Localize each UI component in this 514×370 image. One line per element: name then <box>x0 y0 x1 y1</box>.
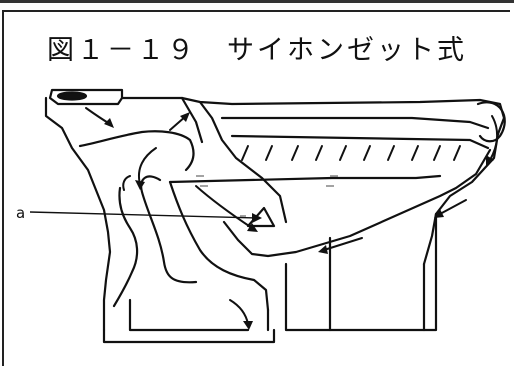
arrowhead-4 <box>247 223 258 232</box>
trapway-inner-left <box>140 175 198 284</box>
jet-passage-inner <box>112 186 139 308</box>
flow-arrow-5 <box>229 299 249 325</box>
rim-jet-3 <box>291 145 299 161</box>
partition-wall-1 <box>180 96 204 144</box>
rim-jet-8 <box>411 145 419 161</box>
water-surface <box>168 174 442 184</box>
flow-arrow-4 <box>195 185 253 229</box>
flow-arrow-3 <box>138 147 157 185</box>
arrowhead-1 <box>104 118 114 128</box>
label-a-arrowhead <box>252 213 262 223</box>
base-left <box>102 328 276 344</box>
arrowhead-3 <box>135 180 145 190</box>
rim-jet-5 <box>339 145 347 161</box>
base-inner <box>128 298 250 332</box>
trapway-inner-right <box>168 180 270 312</box>
arrowhead-6 <box>318 245 328 254</box>
outer-body-left <box>44 96 112 332</box>
partition-wall-2 <box>198 100 288 224</box>
bowl-rim-top <box>120 96 506 136</box>
base-right <box>422 212 438 332</box>
rim-channel-right <box>476 101 506 143</box>
arrowhead-7 <box>434 209 444 218</box>
bowl-rim-lower <box>230 134 490 150</box>
arrowhead-2 <box>180 112 190 122</box>
arrowhead-5 <box>243 321 253 330</box>
arrowhead-8 <box>486 155 494 166</box>
label-a: a <box>16 204 26 222</box>
rim-jet-4 <box>315 145 323 161</box>
base-right-pedestal <box>284 236 332 332</box>
tank-handle-icon <box>56 91 88 101</box>
jet-passage-outer <box>78 130 195 172</box>
rim-jet-strokes <box>241 145 461 161</box>
flow-arrow-8 <box>489 115 498 161</box>
rim-jet-2 <box>265 145 273 161</box>
bowl-rim-inner <box>220 116 490 130</box>
label-a-leader <box>29 211 257 219</box>
rim-jet-10 <box>453 145 461 161</box>
water-dashes <box>196 175 338 217</box>
rim-jet-9 <box>433 145 441 161</box>
top-rule <box>0 0 514 3</box>
flow-arrow-6 <box>323 237 363 251</box>
bowl-outer-right <box>422 132 500 266</box>
rim-jet-7 <box>387 145 395 161</box>
bowl-inner-contour <box>222 148 492 258</box>
flow-arrow-9 <box>122 175 131 191</box>
rim-jet-6 <box>363 145 371 161</box>
rim-jet-1 <box>241 145 249 161</box>
figure-title: 図１－１９ サイホンゼット式 <box>47 35 467 66</box>
figure-frame <box>2 10 510 366</box>
flow-arrow-7 <box>439 199 467 215</box>
